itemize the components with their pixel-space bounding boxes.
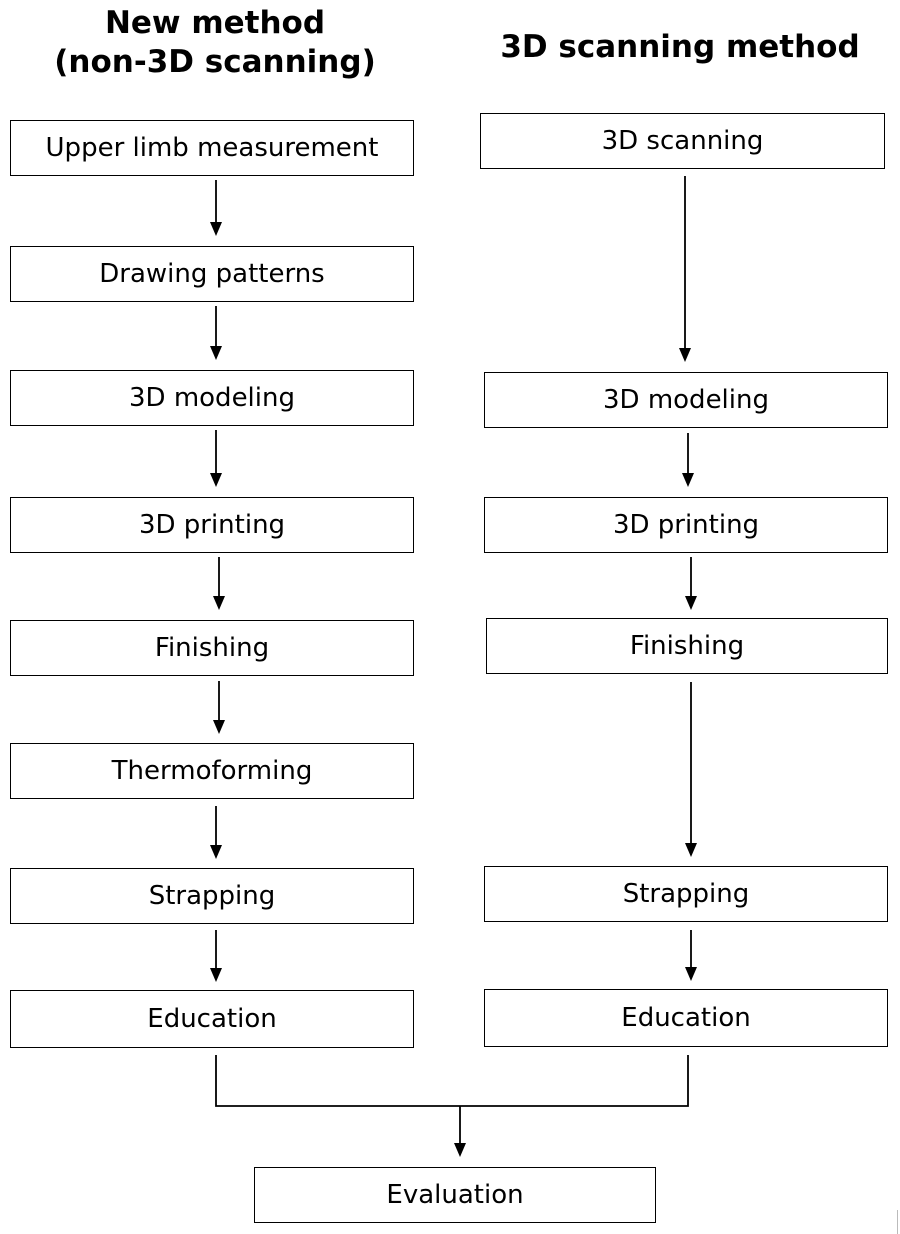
right-step-3d-scanning: 3D scanning [480, 113, 885, 169]
left-step-upper-limb-measurement: Upper limb measurement [10, 120, 414, 176]
left-step-3d-printing: 3D printing [10, 497, 414, 553]
left-step-3d-modeling: 3D modeling [10, 370, 414, 426]
merge-connector [215, 1055, 689, 1157]
left-arrows [210, 180, 225, 982]
left-step-drawing-patterns: Drawing patterns [10, 246, 414, 302]
left-title-line-1: New method [104, 5, 326, 41]
right-arrows [679, 176, 697, 981]
edge-mark [897, 1210, 898, 1234]
left-step-education: Education [10, 990, 414, 1048]
left-step-strapping: Strapping [10, 868, 414, 924]
right-column-title: 3D scanning method [500, 29, 860, 65]
right-step-3d-printing: 3D printing [484, 497, 888, 553]
right-step-strapping: Strapping [484, 866, 888, 922]
left-step-thermoforming: Thermoforming [10, 743, 414, 799]
right-step-education: Education [484, 989, 888, 1047]
left-title-line-2: (non-3D scanning) [54, 43, 376, 80]
final-step-evaluation: Evaluation [254, 1167, 656, 1223]
right-step-finishing: Finishing [486, 618, 888, 674]
left-column-title: New method (non-3D scanning) [20, 4, 410, 82]
right-step-3d-modeling: 3D modeling [484, 372, 888, 428]
left-step-finishing: Finishing [10, 620, 414, 676]
